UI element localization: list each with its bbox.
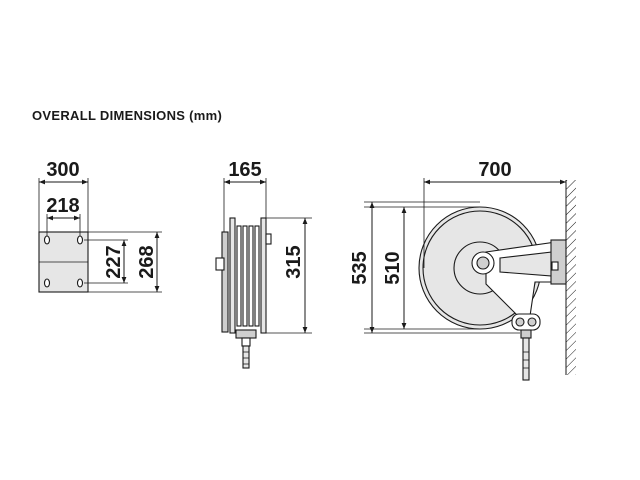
diagram-title: OVERALL DIMENSIONS (mm) bbox=[32, 108, 223, 123]
dim-front-height-holes: 227 bbox=[103, 245, 125, 278]
dim-front-height-outer: 268 bbox=[136, 245, 158, 278]
dim-main-height-reel: 510 bbox=[382, 251, 404, 284]
drum-flange-right bbox=[260, 217, 267, 334]
dim-main-width: 700 bbox=[478, 159, 511, 181]
side-bracket bbox=[221, 231, 229, 333]
mounting-slots bbox=[43, 235, 84, 288]
dim-front-width-outer: 300 bbox=[46, 159, 79, 181]
dim-side-height: 315 bbox=[283, 245, 305, 278]
dim-main-height-total: 535 bbox=[349, 251, 371, 284]
dim-side-width: 165 bbox=[228, 159, 261, 181]
side-hose-fitting bbox=[242, 345, 250, 369]
main-hose-fitting bbox=[522, 337, 530, 381]
hose-coils bbox=[236, 225, 260, 327]
side-view: 165 315 bbox=[215, 159, 312, 369]
side-outlet-guide bbox=[235, 329, 257, 339]
wall-hatching bbox=[566, 180, 576, 375]
dim-front-width-holes: 218 bbox=[46, 195, 79, 217]
main-view: 700 535 510 bbox=[349, 159, 576, 381]
drum-flange-left bbox=[229, 217, 236, 334]
front-view: 300 218 227 268 bbox=[38, 159, 162, 293]
